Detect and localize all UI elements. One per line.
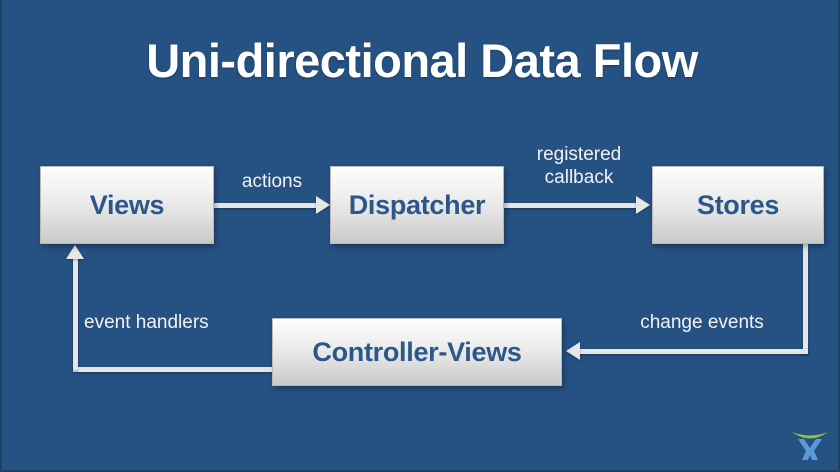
node-stores-label: Stores [696,189,780,220]
connector-dispatcher-to-stores-arrowhead [636,196,650,214]
connector-views-to-dispatcher-line [214,203,318,208]
node-views-label: Views [89,189,165,220]
page-title: Uni-directional Data Flow [146,34,698,87]
connector-views-to-dispatcher-arrowhead [316,196,330,214]
edge-label-actions: actions [241,171,303,192]
edge-label-event-handlers: event handlers [84,312,209,333]
connector-stores-to-controller-arrowhead [566,342,580,360]
edge-label-registered-callback: registered callback [536,144,622,188]
connector-stores-to-controller-vertical [803,244,808,354]
node-views[interactable]: Views [40,166,214,244]
connector-stores-to-controller-horizontal [580,349,808,354]
connector-controller-to-views-vertical [73,258,78,370]
node-dispatcher[interactable]: Dispatcher [330,166,504,244]
node-controller-views[interactable]: Controller-Views [272,318,562,386]
connector-dispatcher-to-stores-line [504,203,636,208]
node-dispatcher-label: Dispatcher [348,189,486,220]
logo-arc-icon [792,432,828,439]
connector-controller-to-views-horizontal [73,367,275,372]
node-stores[interactable]: Stores [652,166,824,244]
x-logo [792,432,828,460]
node-controller-views-label: Controller-Views [312,336,522,367]
edge-label-change-events: change events [640,312,764,333]
logo-x-icon [798,439,822,460]
connector-controller-to-views-arrowhead [66,245,84,259]
